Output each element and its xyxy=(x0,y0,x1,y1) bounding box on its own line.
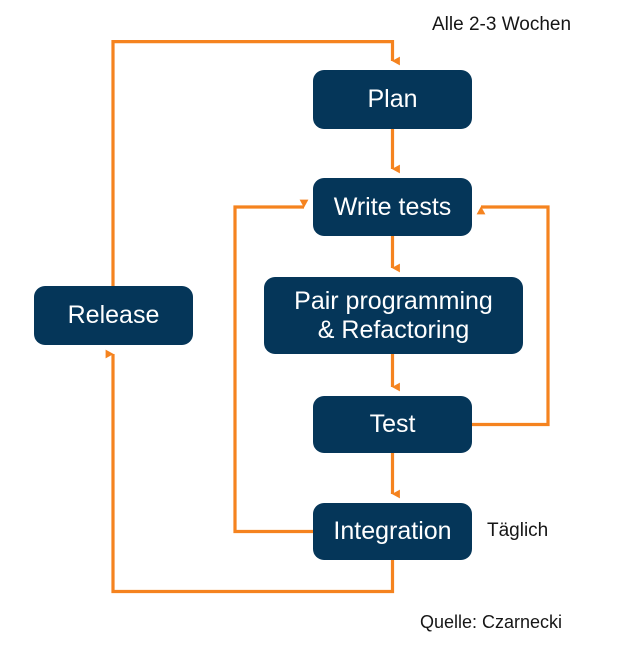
node-plan[interactable]: Plan xyxy=(313,70,472,129)
caption-iteration-cadence: Alle 2-3 Wochen xyxy=(432,14,572,35)
node-pair-programming-refactoring-label: Pair programming & Refactoring xyxy=(294,286,493,344)
node-release[interactable]: Release xyxy=(34,286,193,345)
edge-integration-to-write-tests xyxy=(233,199,313,534)
caption-daily-cadence: Täglich xyxy=(487,520,549,541)
node-test-label: Test xyxy=(369,410,416,438)
node-pair-programming-refactoring[interactable]: Pair programming & Refactoring xyxy=(264,277,523,354)
node-plan-label: Plan xyxy=(367,85,418,113)
node-write-tests[interactable]: Write tests xyxy=(313,178,472,236)
node-integration-label: Integration xyxy=(333,517,452,545)
node-test[interactable]: Test xyxy=(313,396,472,453)
node-release-label: Release xyxy=(67,301,160,329)
node-write-tests-label: Write tests xyxy=(333,192,452,221)
node-integration[interactable]: Integration xyxy=(313,503,472,560)
caption-source-attribution: Quelle: Czarnecki xyxy=(420,612,563,632)
